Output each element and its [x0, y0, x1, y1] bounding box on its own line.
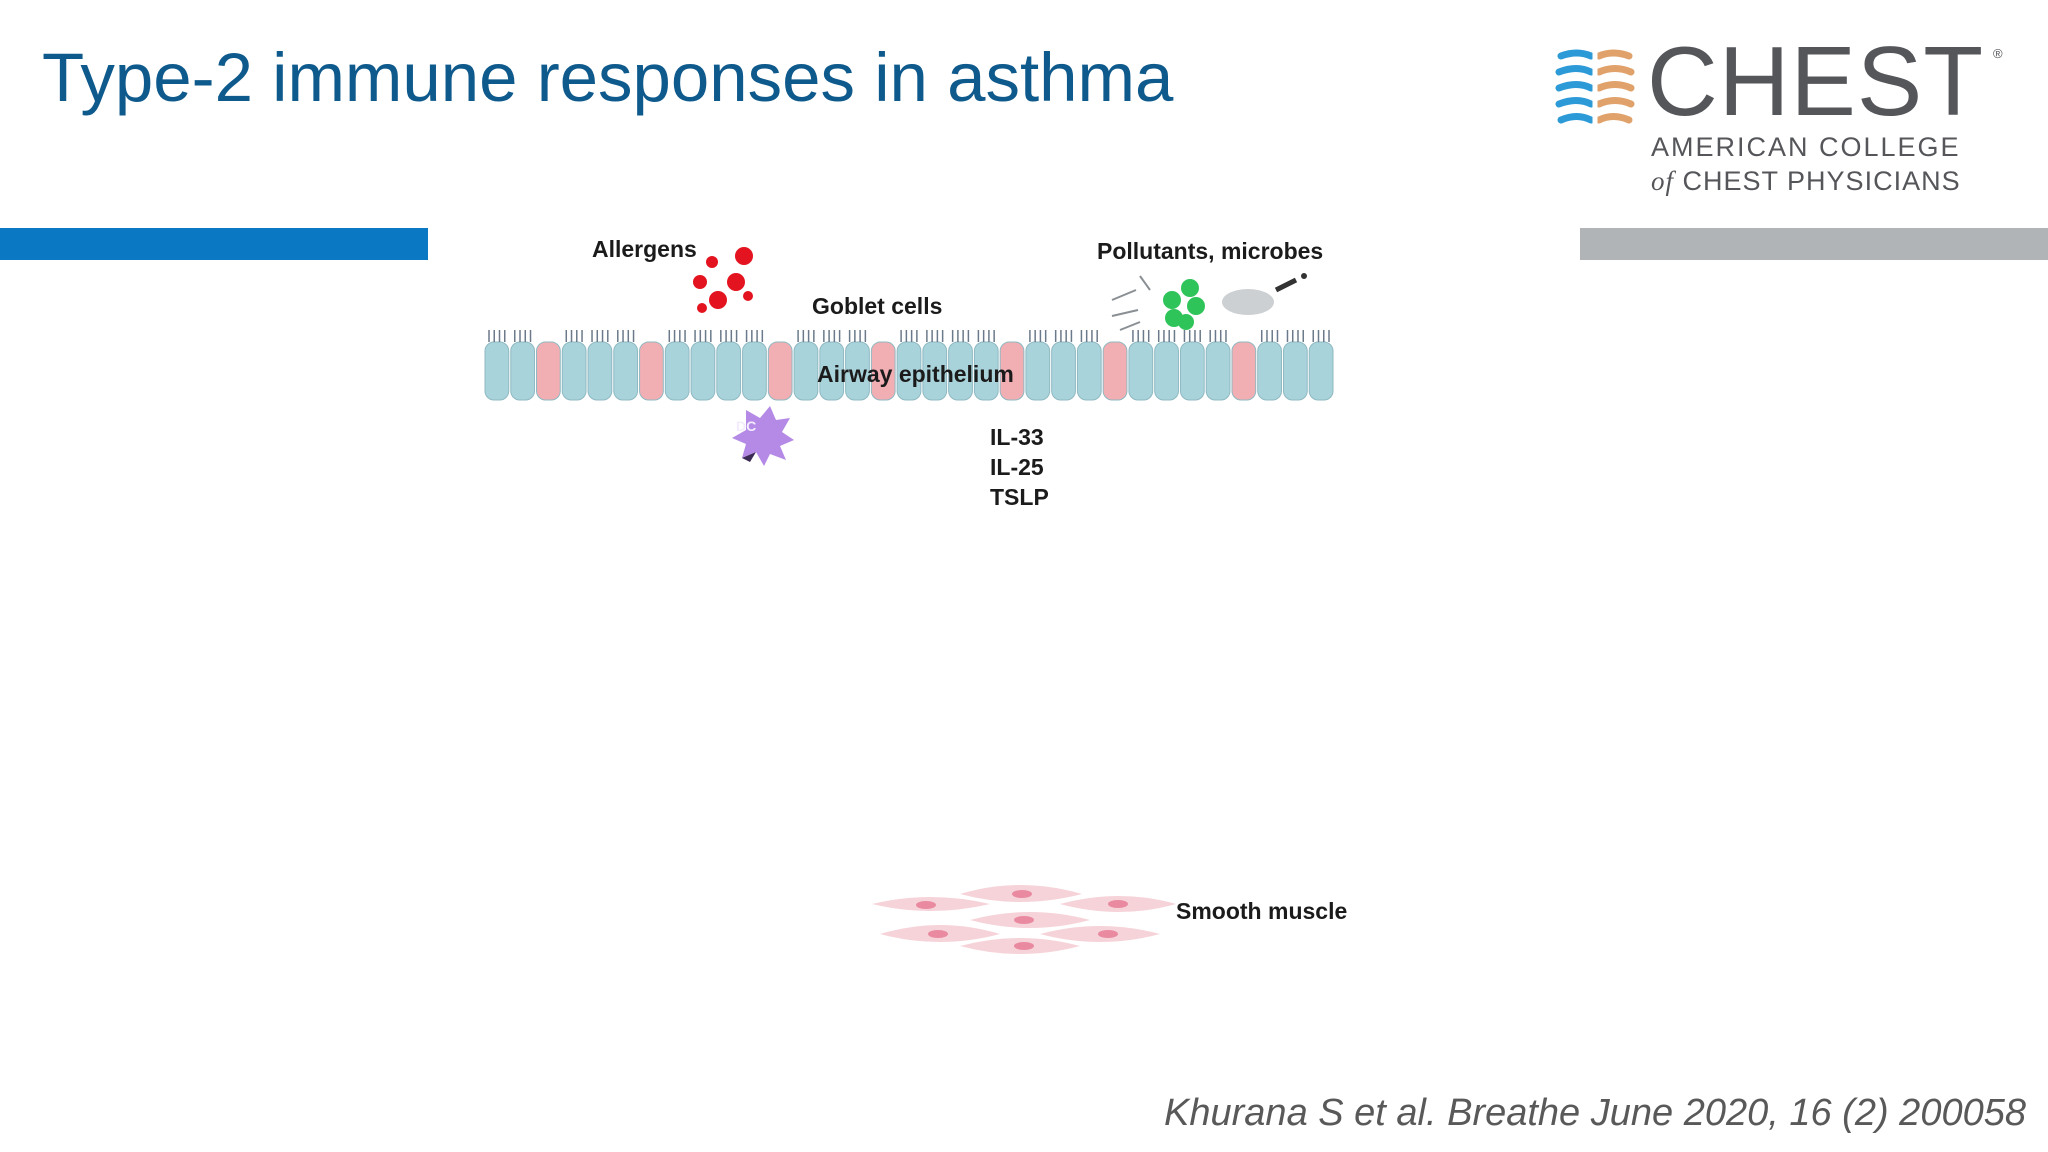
epithelial-cell	[1179, 341, 1205, 401]
epithelial-cell	[896, 341, 922, 401]
chest-logo: CHEST ® AMERICAN COLLEGE of CHEST PHYSIC…	[1555, 32, 2005, 200]
label-pollutants-microbes: Pollutants, microbes	[1097, 238, 1324, 264]
goblet-cell	[767, 341, 793, 401]
cilia	[694, 330, 712, 342]
epithelial-cell	[613, 341, 639, 401]
cilia	[951, 330, 970, 342]
pollutant-microbe-icons	[1111, 273, 1307, 331]
epithelial-cell	[484, 341, 510, 401]
logo-of: of	[1651, 166, 1675, 196]
dendritic-cell-icon	[732, 406, 794, 466]
logo-subtitle-line1: AMERICAN COLLEGE	[1651, 132, 1961, 162]
cilia	[900, 330, 918, 342]
accent-bar-right	[1580, 228, 2048, 260]
epithelial-cell	[1154, 341, 1179, 401]
goblet-cell	[1102, 341, 1128, 401]
epithelial-cell	[793, 341, 819, 401]
cilia	[617, 330, 635, 342]
cilia	[745, 330, 764, 342]
cilia	[1312, 330, 1330, 342]
label-dendritic-cell: DC	[736, 418, 757, 434]
chest-ribs-icon	[1555, 49, 1635, 128]
epithelial-cell	[1282, 341, 1308, 401]
cilia	[1080, 330, 1098, 342]
epithelial-cell	[1257, 341, 1282, 401]
cilia	[1054, 330, 1073, 342]
citation: Khurana S et al. Breathe June 2020, 16 (…	[1164, 1092, 2026, 1134]
cilia	[926, 330, 944, 342]
epithelial-cell	[845, 341, 870, 401]
epithelial-cell	[973, 341, 999, 401]
cilia	[720, 330, 738, 342]
epithelial-cell	[690, 341, 716, 401]
cilia	[514, 330, 532, 342]
label-allergens: Allergens	[592, 236, 697, 262]
epithelial-cell	[742, 341, 767, 401]
label-il33: IL-33	[990, 424, 1044, 450]
cilia	[668, 330, 686, 342]
cilia	[1157, 330, 1176, 342]
epithelial-cell	[1128, 341, 1154, 401]
smooth-muscle-cells	[872, 885, 1176, 954]
label-smooth-muscle: Smooth muscle	[1176, 898, 1348, 924]
goblet-cell	[999, 341, 1025, 401]
epithelial-cell	[819, 341, 845, 401]
goblet-cell	[536, 341, 561, 401]
label-airway-epithelium: Airway epithelium	[817, 361, 1014, 387]
epithelial-cell	[1051, 341, 1076, 401]
epithelial-cell	[510, 341, 536, 401]
registered-mark: ®	[1993, 46, 2003, 61]
epithelial-cell	[587, 341, 613, 401]
epithelial-cell	[716, 341, 742, 401]
slide-title: Type-2 immune responses in asthma	[42, 39, 1174, 116]
epithelial-cell	[1205, 341, 1231, 401]
cilia	[591, 330, 609, 342]
cilia	[823, 330, 841, 342]
airway-epithelium-cells	[484, 330, 1334, 401]
logo-subtitle-line2: of CHEST PHYSICIANS	[1651, 166, 1961, 197]
epithelial-cell	[561, 341, 587, 401]
cilia	[977, 330, 995, 342]
logo-chest-physicians: CHEST PHYSICIANS	[1674, 166, 1961, 196]
goblet-cell	[870, 341, 896, 401]
cilia	[1209, 330, 1227, 342]
cilia	[848, 330, 867, 342]
epithelial-cell	[948, 341, 973, 401]
epithelial-cell	[1308, 341, 1334, 401]
epithelial-cell	[922, 341, 948, 401]
cilia	[1260, 330, 1279, 342]
epithelial-cell	[664, 341, 690, 401]
label-tslp: TSLP	[990, 484, 1049, 510]
cilia	[1286, 330, 1304, 342]
label-goblet-cells: Goblet cells	[812, 293, 943, 319]
goblet-cell	[639, 341, 664, 401]
logo-wordmark: CHEST	[1647, 26, 1985, 136]
accent-bar-left	[0, 228, 428, 260]
allergen-particles	[693, 247, 753, 313]
cilia	[1183, 330, 1201, 342]
cilia	[488, 330, 506, 342]
cilia	[1132, 330, 1150, 342]
label-il25: IL-25	[990, 454, 1044, 480]
cilia	[565, 330, 583, 342]
cilia	[1029, 330, 1047, 342]
epithelial-cell	[1076, 341, 1102, 401]
goblet-cell	[1231, 341, 1257, 401]
cilia	[797, 330, 815, 342]
epithelial-cell	[1025, 341, 1051, 401]
